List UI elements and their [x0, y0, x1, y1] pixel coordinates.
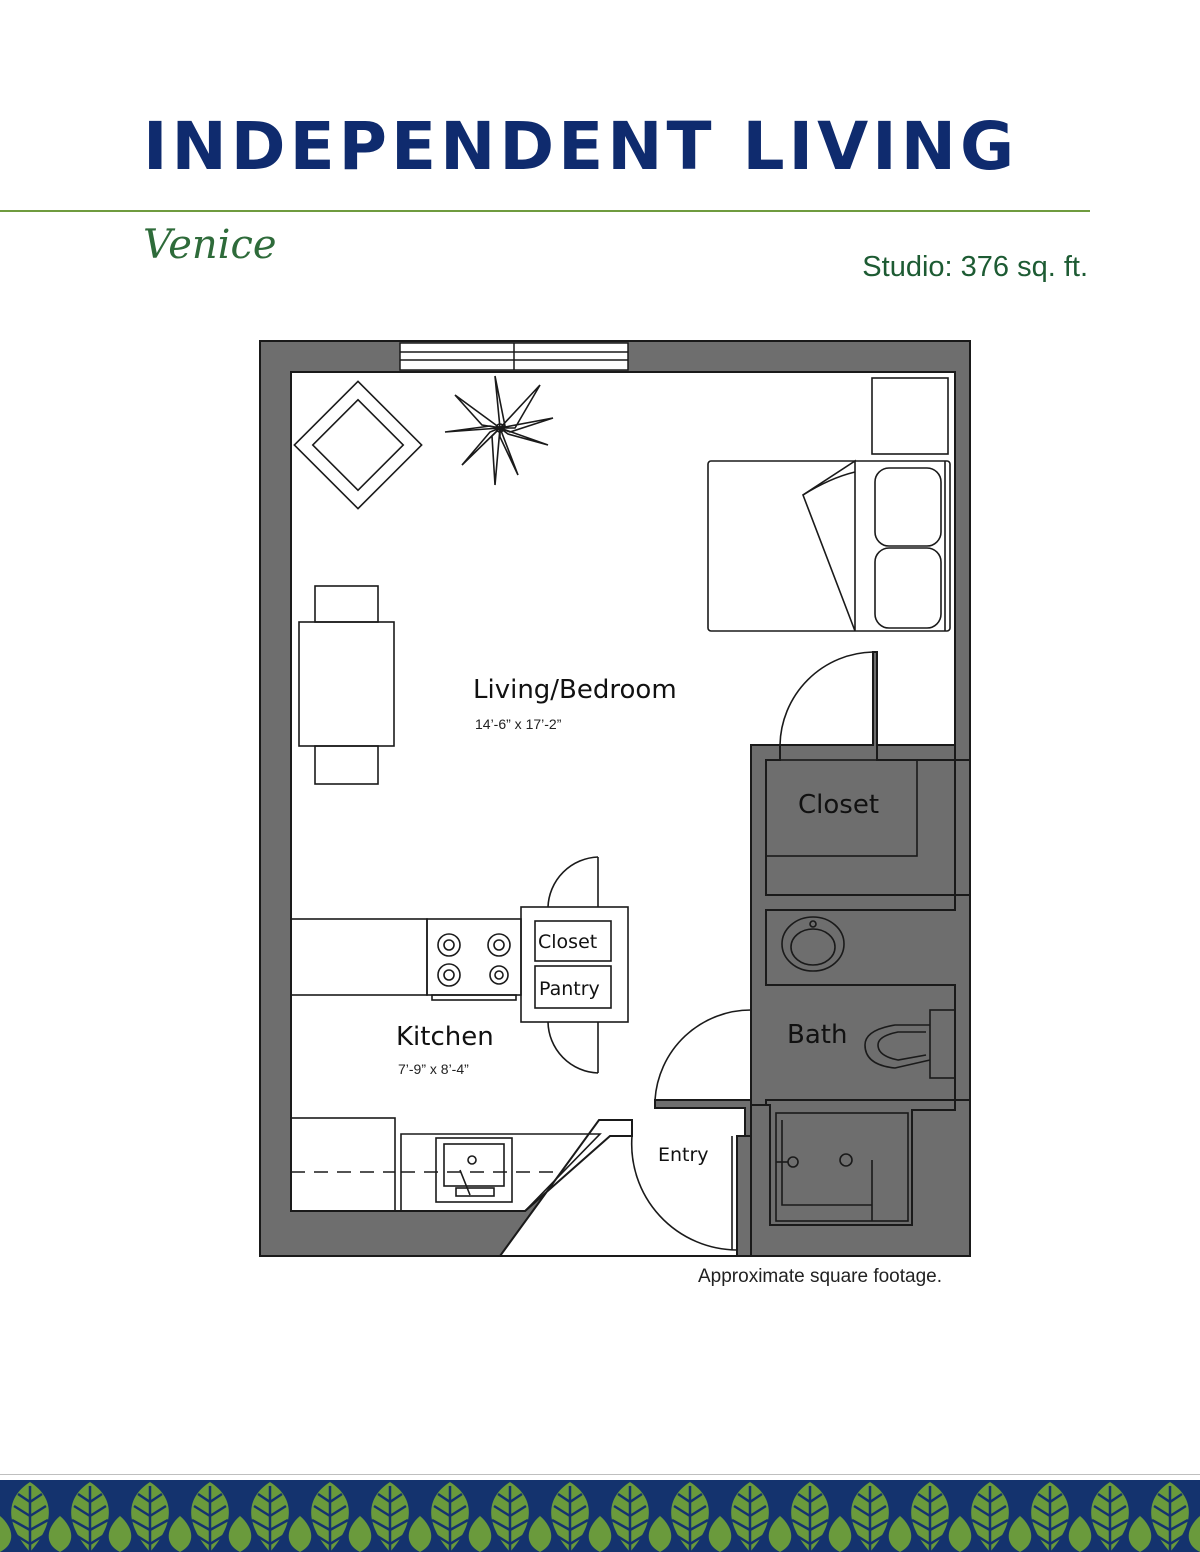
leaf-pattern-band: [0, 1480, 1200, 1552]
range: [426, 918, 522, 1001]
header-divider: [0, 210, 1090, 212]
entry-door: [630, 1135, 738, 1251]
living-bedroom-label: Living/Bedroom: [473, 675, 677, 705]
small-closet-label: Closet: [538, 931, 598, 953]
shower: [775, 1112, 909, 1222]
plan-name: Venice: [143, 222, 277, 268]
floor-area: [290, 371, 956, 1257]
sink-counter: [400, 1133, 602, 1212]
window: [399, 342, 629, 371]
bed: [707, 459, 951, 632]
dining-table: [298, 585, 395, 785]
footer-divider: [0, 1474, 1200, 1475]
bath-sink: [781, 916, 845, 972]
kitchen-label: Kitchen: [396, 1022, 494, 1052]
bath-label: Bath: [787, 1020, 848, 1050]
small-closet-box: [534, 920, 612, 962]
plant: [444, 375, 554, 486]
footnote: Approximate square footage.: [698, 1266, 942, 1287]
pantry-label: Pantry: [539, 978, 600, 1000]
closet-door: [779, 651, 874, 746]
floor-plan: [259, 340, 971, 1257]
kitchen-dims: 7’-9” x 8’-4”: [398, 1061, 469, 1077]
kitchen-sink: [435, 1137, 513, 1203]
armchair: [293, 380, 423, 510]
refrigerator: [290, 1117, 396, 1212]
unit-size: Studio: 376 sq. ft.: [862, 251, 1088, 283]
toilet: [864, 1009, 956, 1079]
page-title: INDEPENDENT LIVING: [143, 108, 1019, 185]
entry-label: Entry: [658, 1144, 709, 1166]
closet-label: Closet: [798, 790, 880, 820]
nightstand: [871, 377, 949, 455]
living-bedroom-dims: 14’-6” x 17’-2”: [475, 716, 562, 732]
bath-door: [654, 1009, 752, 1101]
pantry-box: [534, 965, 612, 1009]
